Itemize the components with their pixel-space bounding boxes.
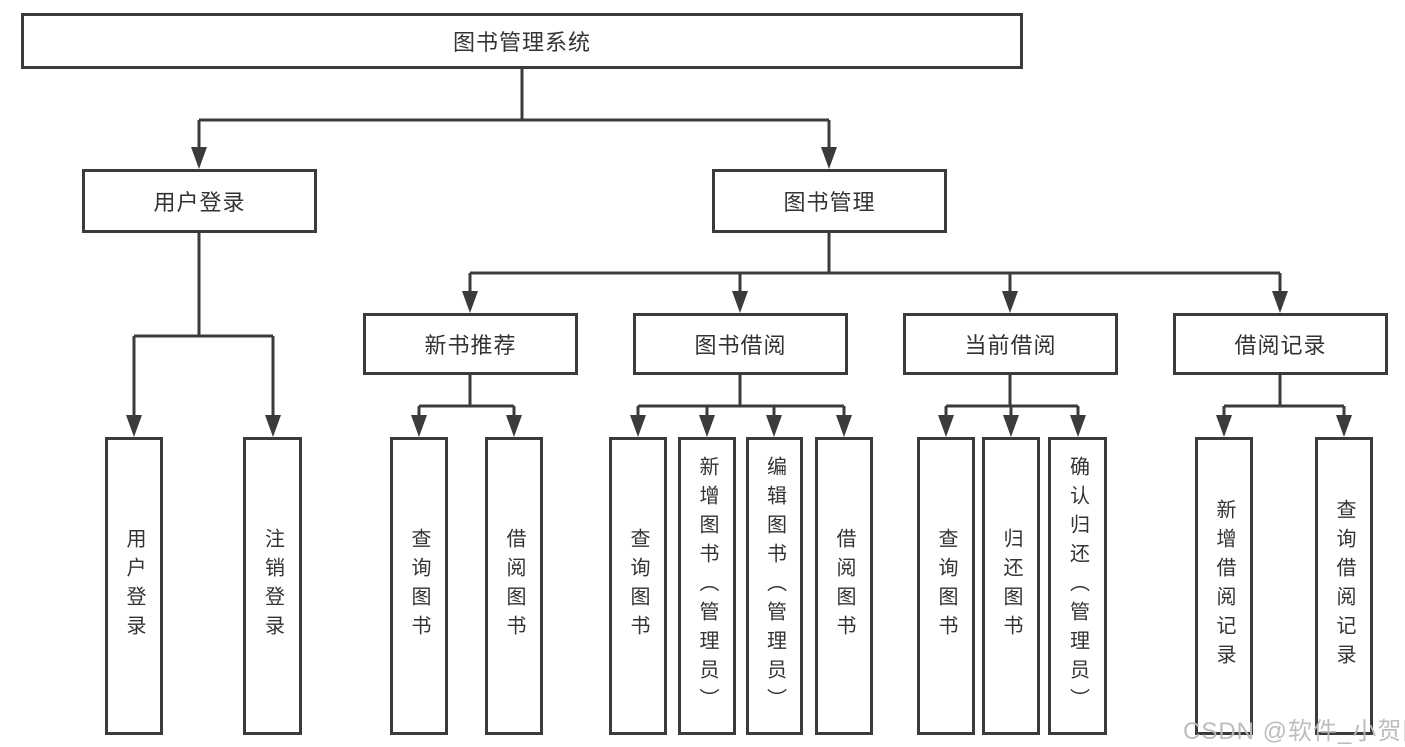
leaf-confirm-return-admin-label: 确认归还（管理员） [1066, 455, 1089, 717]
connector-user-login-group [132, 233, 275, 420]
leaf-query-books-borrowing-label: 查询图书 [627, 528, 649, 644]
csdn-watermark: CSDN @软件_小贺同学 [1183, 718, 1405, 745]
leaf-query-books-current: 查询图书 [917, 437, 975, 735]
leaf-return-books: 归还图书 [982, 437, 1040, 735]
leaf-logout: 注销登录 [243, 437, 302, 735]
leaf-borrow-books-recommend-label: 借阅图书 [503, 528, 525, 644]
node-book-management-system-label: 图书管理系统 [452, 30, 591, 55]
leaf-user-login-label: 用户登录 [123, 528, 145, 644]
leaf-confirm-return-admin: 确认归还（管理员） [1048, 437, 1107, 735]
leaf-query-borrow-record: 查询借阅记录 [1315, 437, 1373, 735]
connector-borrowing-records-group [1222, 375, 1346, 420]
leaf-add-book-admin-label: 新增图书（管理员） [696, 455, 718, 717]
connector-book-management-to-level3 [468, 233, 1282, 296]
connector-book-borrowing-group [636, 375, 846, 420]
connector-new-book-recommend-group [417, 375, 516, 420]
arrowhead [1272, 291, 1288, 313]
node-book-management-system: 图书管理系统 [21, 13, 1023, 69]
leaf-return-books-label: 归还图书 [1000, 528, 1022, 644]
arrowhead [1336, 415, 1352, 437]
arrowhead [506, 415, 522, 437]
arrowhead [630, 415, 646, 437]
connector-root-to-level2 [197, 68, 831, 152]
arrowhead [411, 415, 427, 437]
node-current-borrowing: 当前借阅 [903, 313, 1118, 375]
leaf-borrow-books-borrowing: 借阅图书 [815, 437, 873, 735]
node-book-management: 图书管理 [712, 169, 947, 233]
connector-paths [132, 68, 1346, 420]
arrowheads [126, 147, 1352, 437]
node-current-borrowing-label: 当前借阅 [964, 333, 1057, 358]
arrowhead [462, 291, 478, 313]
arrowhead [1216, 415, 1232, 437]
leaf-borrow-books-borrowing-label: 借阅图书 [833, 528, 855, 644]
node-user-login-label: 用户登录 [153, 190, 246, 215]
leaf-query-books-recommend-label: 查询图书 [408, 528, 430, 644]
leaf-borrow-books-recommend: 借阅图书 [485, 437, 543, 735]
arrowhead [766, 415, 782, 437]
node-new-book-recommend-label: 新书推荐 [424, 333, 517, 358]
node-book-management-label: 图书管理 [783, 190, 876, 215]
leaf-edit-book-admin-label: 编辑图书（管理员） [763, 455, 786, 717]
node-book-borrowing-label: 图书借阅 [694, 333, 787, 358]
leaf-edit-book-admin: 编辑图书（管理员） [746, 437, 803, 735]
arrowhead [938, 415, 954, 437]
arrowhead [836, 415, 852, 437]
arrowhead [699, 415, 715, 437]
arrowhead [1003, 415, 1019, 437]
arrowhead [265, 415, 281, 437]
node-book-borrowing: 图书借阅 [633, 313, 848, 375]
leaf-query-books-recommend: 查询图书 [390, 437, 448, 735]
leaf-add-borrow-record: 新增借阅记录 [1195, 437, 1253, 735]
arrowhead [1070, 415, 1086, 437]
leaf-add-borrow-record-label: 新增借阅记录 [1213, 499, 1235, 673]
leaf-query-books-borrowing: 查询图书 [609, 437, 667, 735]
arrowhead [821, 147, 837, 169]
connector-current-borrowing-group [944, 375, 1080, 420]
leaf-logout-label: 注销登录 [261, 528, 284, 644]
arrowhead [732, 291, 748, 313]
node-borrowing-records-label: 借阅记录 [1234, 333, 1327, 358]
arrowhead [1002, 291, 1018, 313]
leaf-add-book-admin: 新增图书（管理员） [678, 437, 736, 735]
leaf-query-books-current-label: 查询图书 [935, 528, 957, 644]
leaf-query-borrow-record-label: 查询借阅记录 [1333, 499, 1355, 673]
arrowhead [126, 415, 142, 437]
leaf-user-login: 用户登录 [105, 437, 163, 735]
node-borrowing-records: 借阅记录 [1173, 313, 1388, 375]
arrowhead [191, 147, 207, 169]
node-new-book-recommend: 新书推荐 [363, 313, 578, 375]
node-user-login: 用户登录 [82, 169, 317, 233]
